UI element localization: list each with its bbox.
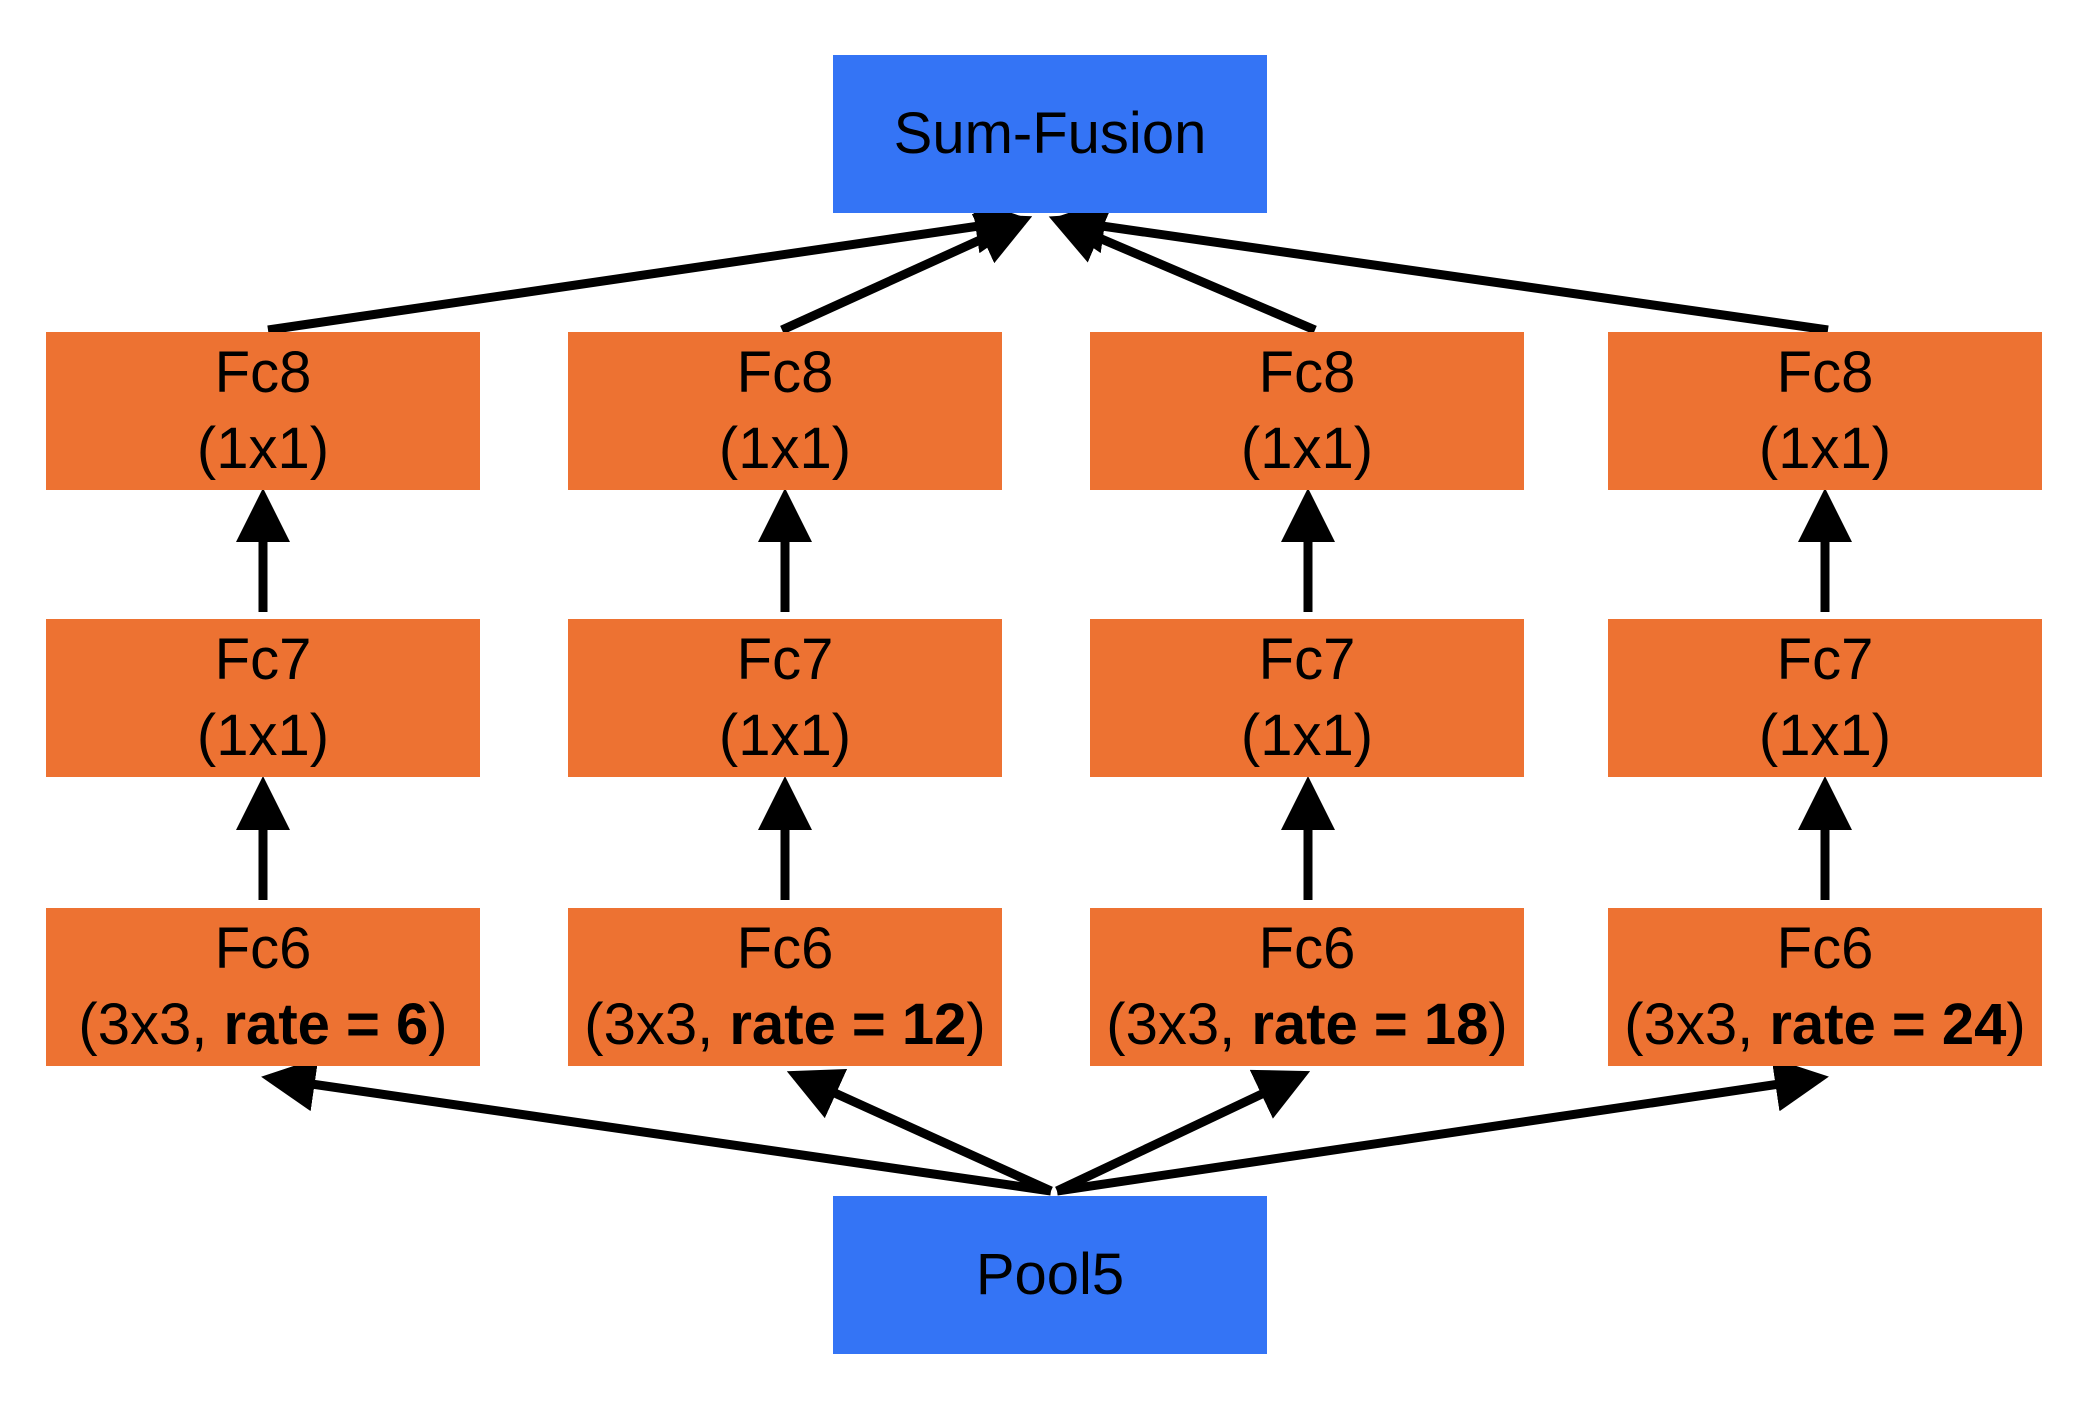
fc7-name: Fc7 xyxy=(1776,627,1874,692)
fc8-kernel: (1x1) xyxy=(1758,416,1892,481)
fc7-node-branch-1: Fc7 (1x1) xyxy=(46,619,480,777)
arrow-fc8-to-fusion-1 xyxy=(267,199,1029,335)
fc6-node-branch-4: Fc6 (3x3, rate = 24) xyxy=(1608,908,2042,1066)
fc7-kernel: (1x1) xyxy=(718,703,852,768)
arrow-fc8-to-fusion-2 xyxy=(780,214,1033,335)
fc8-name: Fc8 xyxy=(736,340,834,405)
arrow-pool5-to-fc6-3 xyxy=(1055,1069,1311,1196)
pool5-label: Pool5 xyxy=(975,1242,1125,1307)
fc8-node-branch-3: Fc8 (1x1) xyxy=(1090,332,1524,490)
fc6-rate: rate = 6 xyxy=(223,992,429,1057)
fc7-name: Fc7 xyxy=(214,627,312,692)
fc6-params: (3x3, rate = 18) xyxy=(1106,987,1507,1063)
fc7-kernel: (1x1) xyxy=(1240,703,1374,768)
fc6-param-suffix: ) xyxy=(1488,992,1508,1057)
fc6-name: Fc6 xyxy=(1776,916,1874,981)
arrow-pool5-to-fc6-4 xyxy=(1056,1057,1829,1196)
sum-fusion-label: Sum-Fusion xyxy=(893,101,1207,166)
fc6-param-prefix: (3x3, xyxy=(78,992,224,1057)
fc8-node-branch-2: Fc8 (1x1) xyxy=(568,332,1002,490)
fc6-node-branch-3: Fc6 (3x3, rate = 18) xyxy=(1090,908,1524,1066)
fc8-node-branch-1: Fc8 (1x1) xyxy=(46,332,480,490)
fc6-param-suffix: ) xyxy=(966,992,986,1057)
fc8-kernel: (1x1) xyxy=(196,416,330,481)
arrow-pool5-to-fc6-1 xyxy=(261,1057,1052,1196)
fc6-param-prefix: (3x3, xyxy=(1624,992,1770,1057)
fc6-name: Fc6 xyxy=(1258,916,1356,981)
fc8-kernel: (1x1) xyxy=(1240,416,1374,481)
fc6-param-suffix: ) xyxy=(428,992,448,1057)
fc8-kernel: (1x1) xyxy=(718,416,852,481)
fc7-node-branch-4: Fc7 (1x1) xyxy=(1608,619,2042,777)
fc7-kernel: (1x1) xyxy=(1758,703,1892,768)
arrow-pool5-to-fc6-2 xyxy=(786,1068,1053,1196)
fc6-node-branch-1: Fc6 (3x3, rate = 6) xyxy=(46,908,480,1066)
fc8-name: Fc8 xyxy=(214,340,312,405)
sum-fusion-node: Sum-Fusion xyxy=(833,55,1267,213)
fc6-param-prefix: (3x3, xyxy=(1106,992,1252,1057)
fc6-rate: rate = 12 xyxy=(729,992,967,1057)
fc6-param-suffix: ) xyxy=(2006,992,2026,1057)
fc6-name: Fc6 xyxy=(214,916,312,981)
fc6-name: Fc6 xyxy=(736,916,834,981)
fc8-name: Fc8 xyxy=(1258,340,1356,405)
fc7-name: Fc7 xyxy=(736,627,834,692)
fc7-node-branch-2: Fc7 (1x1) xyxy=(568,619,1002,777)
fc6-param-prefix: (3x3, xyxy=(584,992,730,1057)
fc6-params: (3x3, rate = 12) xyxy=(584,987,985,1063)
fc6-rate: rate = 24 xyxy=(1769,992,2007,1057)
fc7-kernel: (1x1) xyxy=(196,703,330,768)
fc7-name: Fc7 xyxy=(1258,627,1356,692)
arrow-fc8-to-fusion-4 xyxy=(1051,199,1829,335)
fc6-node-branch-2: Fc6 (3x3, rate = 12) xyxy=(568,908,1002,1066)
fc6-params: (3x3, rate = 6) xyxy=(78,987,447,1063)
pool5-node: Pool5 xyxy=(833,1196,1267,1354)
fc6-params: (3x3, rate = 24) xyxy=(1624,987,2025,1063)
fc8-node-branch-4: Fc8 (1x1) xyxy=(1608,332,2042,490)
fc7-node-branch-3: Fc7 (1x1) xyxy=(1090,619,1524,777)
fc8-name: Fc8 xyxy=(1776,340,1874,405)
fc6-rate: rate = 18 xyxy=(1251,992,1489,1057)
